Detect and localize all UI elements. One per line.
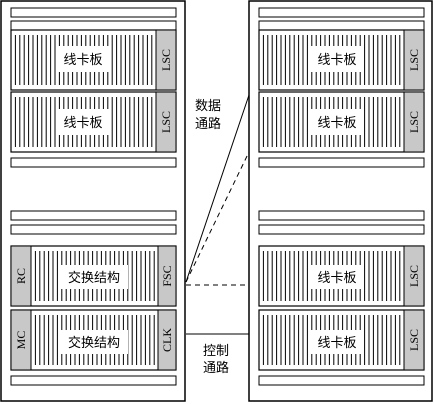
rc-label: RC <box>14 268 28 284</box>
board-label-bg <box>60 330 128 354</box>
lsc-module <box>155 29 177 91</box>
left-rack-top-bar <box>10 7 177 18</box>
data-path-dashed-line <box>185 151 250 283</box>
control-path-label-line2: 通路 <box>203 360 229 376</box>
lsc-label: LSC <box>407 49 421 71</box>
lsc-label: LSC <box>407 329 421 351</box>
lsc-module <box>403 245 425 307</box>
board-frame <box>10 309 177 371</box>
mc-module <box>10 309 32 371</box>
right-linecard-board: 线卡板 LSC <box>258 91 425 153</box>
left-rack-frame <box>0 0 186 402</box>
left-rack: 线卡板 LSC 线卡板 LSC 交换结构 RC FSC <box>0 0 186 402</box>
data-path-label-line2: 通路 <box>195 116 221 132</box>
card-slots <box>14 97 153 147</box>
data-path-connections <box>185 94 250 286</box>
lsc-label: LSC <box>159 49 173 71</box>
board-label: 线卡板 <box>63 53 102 68</box>
board-label-bg <box>310 109 364 135</box>
rc-module <box>10 245 32 307</box>
board-frame <box>10 29 177 91</box>
board-label: 交换结构 <box>68 335 120 351</box>
mc-label: MC <box>14 331 28 350</box>
card-slots <box>14 35 153 85</box>
board-label: 交换结构 <box>68 270 120 286</box>
board-label: 线卡板 <box>317 53 356 68</box>
right-rack-top-bar <box>258 20 425 31</box>
lsc-module <box>155 91 177 153</box>
right-rack-top-bar <box>258 7 425 18</box>
board-label-bg <box>56 109 110 135</box>
left-linecard-board: 线卡板 LSC <box>10 29 177 91</box>
board-label: 线卡板 <box>317 271 356 286</box>
control-path-label-line1: 控制 <box>203 344 229 359</box>
right-rack: 线卡板 LSC 线卡板 LSC 线卡板 LSC 线卡板 <box>248 0 433 402</box>
right-linecard-board: 线卡板 LSC <box>258 29 425 91</box>
board-label-bg <box>56 46 110 72</box>
data-path-label-line1: 数据 <box>195 99 221 114</box>
board-label-bg <box>60 265 128 289</box>
clk-module <box>157 309 177 371</box>
board-label-bg <box>310 330 364 354</box>
lsc-module <box>403 91 425 153</box>
left-rack-top-bar <box>10 20 177 31</box>
fsc-module <box>157 245 177 307</box>
right-rack-frame <box>248 0 433 402</box>
right-rack-mid-bar <box>258 157 425 168</box>
board-label-bg <box>310 46 364 72</box>
data-path-solid-line <box>185 94 250 283</box>
lsc-module <box>403 309 425 371</box>
clk-label: CLK <box>160 328 174 352</box>
left-rack-bottom-bar <box>10 375 177 386</box>
right-linecard-board: 线卡板 LSC <box>258 245 425 307</box>
board-label-bg <box>310 265 364 289</box>
right-linecard-board: 线卡板 LSC <box>258 309 425 371</box>
left-rack-mid-bar <box>10 210 177 221</box>
lsc-label: LSC <box>407 111 421 133</box>
right-rack-mid-bar <box>258 224 425 235</box>
fsc-label: FSC <box>160 265 174 286</box>
lsc-module <box>403 29 425 91</box>
left-rack-mid-bar <box>10 224 177 235</box>
board-label: 线卡板 <box>317 336 356 351</box>
board-label: 线卡板 <box>63 116 102 131</box>
lsc-label: LSC <box>159 111 173 133</box>
board-label: 线卡板 <box>317 116 356 131</box>
right-rack-bottom-bar <box>258 375 425 386</box>
left-rack-mid-bar <box>10 157 177 168</box>
card-slots <box>262 315 401 365</box>
left-switch-fabric-board: 交换结构 MC CLK <box>10 309 177 371</box>
lsc-label: LSC <box>407 265 421 287</box>
right-rack-mid-bar <box>258 210 425 221</box>
left-linecard-board: 线卡板 LSC <box>10 91 177 153</box>
left-switch-fabric-board: 交换结构 RC FSC <box>10 245 177 307</box>
